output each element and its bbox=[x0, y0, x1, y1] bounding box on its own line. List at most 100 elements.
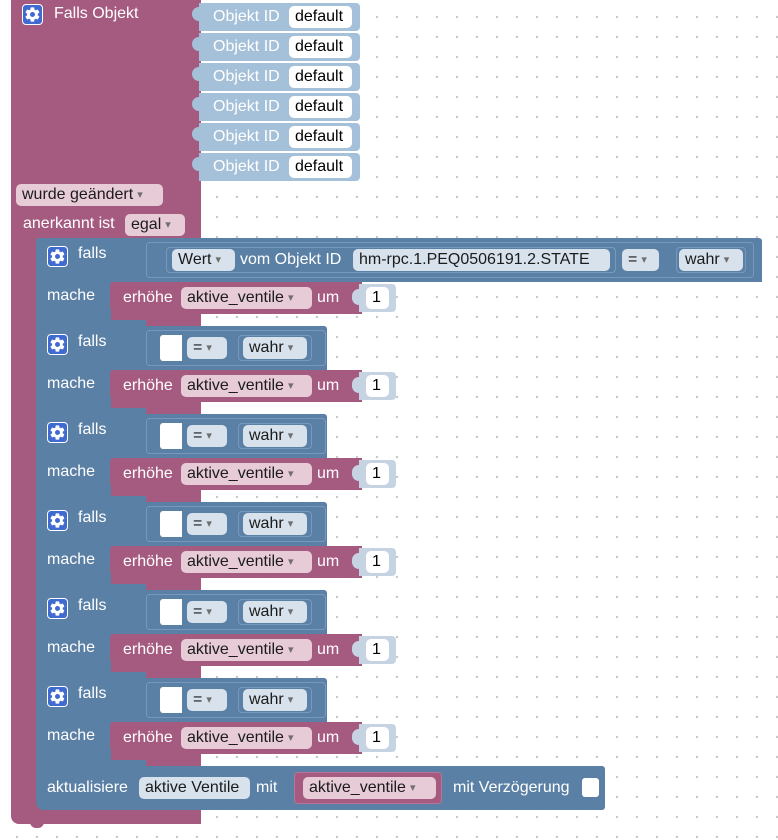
variable-dropdown[interactable]: aktive_ventile▾ bbox=[181, 375, 312, 397]
bool-dropdown-label: wahr bbox=[249, 339, 284, 356]
operator-dropdown-label: = bbox=[193, 427, 203, 444]
by-label: um bbox=[317, 465, 340, 482]
update-target[interactable]: aktive Ventile bbox=[139, 777, 250, 799]
ack-dropdown[interactable]: egal▾ bbox=[125, 214, 185, 236]
number-value[interactable]: 1 bbox=[366, 463, 389, 485]
caret-down-icon: ▾ bbox=[287, 292, 294, 304]
gear-icon[interactable] bbox=[47, 334, 68, 355]
bool-dropdown-label: wahr bbox=[249, 603, 284, 620]
object-id-value[interactable]: default bbox=[289, 66, 352, 88]
trigger-block-footer bbox=[11, 808, 201, 824]
object-id-value[interactable]: default bbox=[289, 96, 352, 118]
increment-verb: erhöhe bbox=[123, 377, 173, 394]
object-id-value-label: default bbox=[295, 158, 344, 175]
object-id-value[interactable]: default bbox=[289, 36, 352, 58]
bool-dropdown-label: wahr bbox=[249, 691, 284, 708]
object-id-value[interactable]: default bbox=[289, 6, 352, 28]
number-value-label: 1 bbox=[372, 465, 381, 482]
gear-icon[interactable] bbox=[47, 686, 68, 707]
object-id-notch bbox=[192, 97, 199, 111]
object-id-value[interactable]: default bbox=[289, 156, 352, 178]
number-notch bbox=[352, 641, 359, 657]
empty-input-slot[interactable] bbox=[160, 335, 182, 361]
changed-dropdown[interactable]: wurde geändert▾ bbox=[16, 184, 163, 206]
value-dropdown-label: Wert bbox=[178, 251, 212, 268]
update-variable-dropdown[interactable]: aktive_ventile▾ bbox=[303, 777, 436, 799]
object-id-value-label: default bbox=[295, 98, 344, 115]
mache-label: mache bbox=[47, 639, 96, 656]
increment-verb: erhöhe bbox=[123, 641, 173, 658]
mache-label: mache bbox=[47, 463, 96, 480]
if-block-stem bbox=[36, 366, 111, 416]
variable-dropdown[interactable]: aktive_ventile▾ bbox=[181, 639, 312, 661]
caret-down-icon: ▾ bbox=[287, 518, 294, 530]
update-variable-dropdown-label: aktive_ventile bbox=[309, 779, 406, 796]
gear-icon[interactable] bbox=[47, 246, 68, 267]
empty-input-slot[interactable] bbox=[160, 511, 182, 537]
number-notch bbox=[352, 553, 359, 569]
object-id-label: Objekt ID bbox=[213, 38, 280, 55]
object-id-value[interactable]: default bbox=[289, 126, 352, 148]
operator-dropdown-label: = bbox=[193, 339, 203, 356]
operator-dropdown[interactable]: =▾ bbox=[187, 601, 227, 623]
number-value[interactable]: 1 bbox=[366, 375, 389, 397]
operator-dropdown[interactable]: =▾ bbox=[187, 513, 227, 535]
bool-dropdown[interactable]: wahr▾ bbox=[243, 425, 307, 447]
with-label: mit bbox=[256, 779, 278, 796]
increment-verb: erhöhe bbox=[123, 465, 173, 482]
by-label: um bbox=[317, 729, 340, 746]
from-object-label: vom Objekt ID bbox=[240, 251, 342, 268]
bool-dropdown[interactable]: wahr▾ bbox=[243, 513, 307, 535]
variable-dropdown-label: aktive_ventile bbox=[187, 377, 284, 394]
number-value[interactable]: 1 bbox=[366, 551, 389, 573]
falls-label: falls bbox=[78, 245, 107, 262]
number-notch bbox=[352, 377, 359, 393]
caret-down-icon: ▾ bbox=[137, 189, 143, 201]
falls-label: falls bbox=[78, 333, 107, 350]
variable-dropdown[interactable]: aktive_ventile▾ bbox=[181, 727, 312, 749]
gear-icon[interactable] bbox=[47, 422, 68, 443]
value-dropdown[interactable]: Wert▾ bbox=[172, 249, 235, 271]
bool-dropdown[interactable]: wahr▾ bbox=[243, 601, 307, 623]
empty-input-slot[interactable] bbox=[160, 599, 182, 625]
caret-down-icon: ▾ bbox=[287, 694, 294, 706]
number-value[interactable]: 1 bbox=[366, 639, 389, 661]
bool-dropdown[interactable]: wahr▾ bbox=[679, 249, 743, 271]
variable-dropdown[interactable]: aktive_ventile▾ bbox=[181, 287, 312, 309]
variable-dropdown[interactable]: aktive_ventile▾ bbox=[181, 551, 312, 573]
number-value[interactable]: 1 bbox=[366, 287, 389, 309]
caret-down-icon: ▾ bbox=[206, 342, 212, 354]
bool-dropdown-label: wahr bbox=[249, 427, 284, 444]
gear-icon[interactable] bbox=[47, 598, 68, 619]
if-block-stem bbox=[36, 718, 111, 768]
operator-dropdown-label: = bbox=[193, 691, 203, 708]
delay-checkbox[interactable] bbox=[582, 778, 599, 797]
variable-dropdown-label: aktive_ventile bbox=[187, 465, 284, 482]
trigger-tab bbox=[30, 820, 44, 828]
changed-dropdown-label: wurde geändert bbox=[22, 186, 134, 203]
if-block-foot bbox=[36, 760, 146, 768]
variable-dropdown[interactable]: aktive_ventile▾ bbox=[181, 463, 312, 485]
if-block-stem bbox=[36, 630, 111, 680]
number-notch bbox=[352, 729, 359, 745]
operator-dropdown[interactable]: =▾ bbox=[187, 425, 227, 447]
gear-icon[interactable] bbox=[22, 4, 43, 25]
empty-input-slot[interactable] bbox=[160, 423, 182, 449]
operator-dropdown-label: = bbox=[193, 603, 203, 620]
number-value[interactable]: 1 bbox=[366, 727, 389, 749]
bool-dropdown[interactable]: wahr▾ bbox=[243, 689, 307, 711]
mache-label: mache bbox=[47, 287, 96, 304]
operator-dropdown[interactable]: =▾ bbox=[187, 337, 227, 359]
caret-down-icon: ▾ bbox=[287, 468, 294, 480]
operator-dropdown[interactable]: =▾ bbox=[187, 689, 227, 711]
caret-down-icon: ▾ bbox=[206, 518, 212, 530]
object-id-notch bbox=[192, 7, 199, 21]
gear-icon[interactable] bbox=[47, 510, 68, 531]
bool-dropdown[interactable]: wahr▾ bbox=[243, 337, 307, 359]
object-id-field[interactable]: hm-rpc.1.PEQ0506191.2.STATE bbox=[353, 249, 610, 271]
empty-input-slot[interactable] bbox=[160, 687, 182, 713]
operator-dropdown[interactable]: =▾ bbox=[622, 249, 659, 271]
if-block-foot bbox=[36, 672, 146, 680]
number-value-label: 1 bbox=[372, 377, 381, 394]
caret-down-icon: ▾ bbox=[215, 254, 222, 266]
